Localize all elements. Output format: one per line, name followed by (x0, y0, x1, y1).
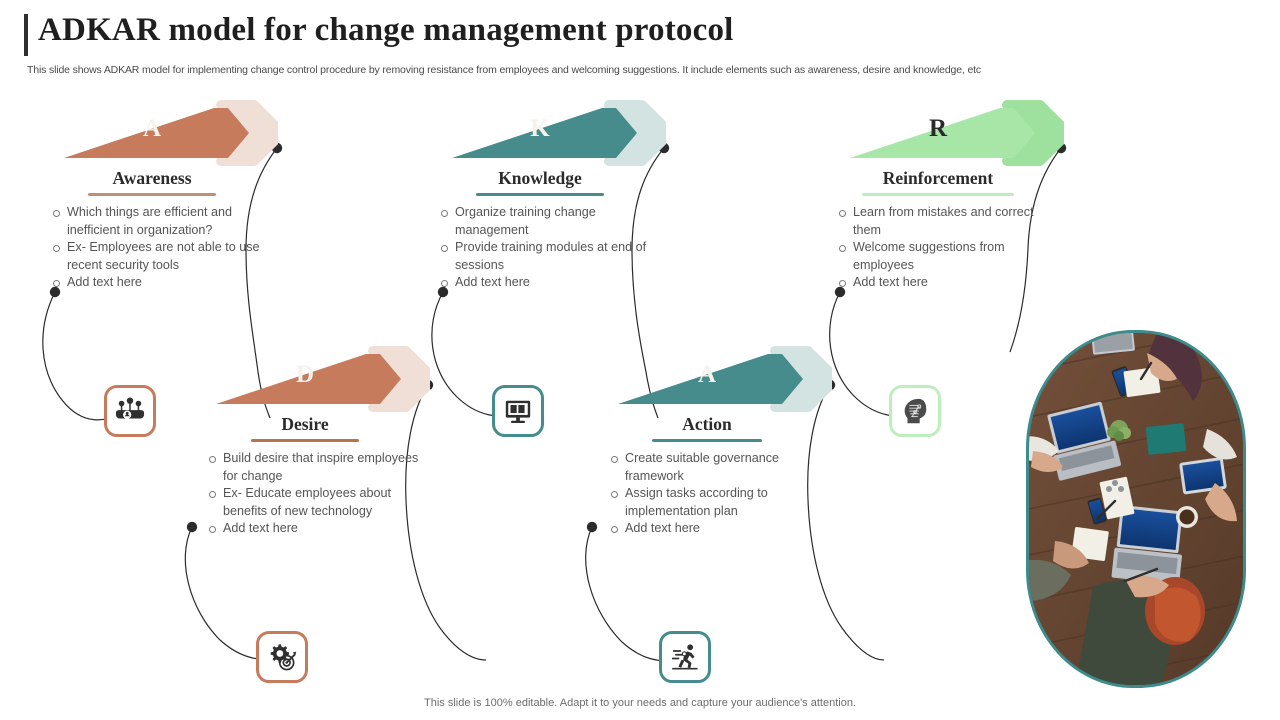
bullet-list-desire: Build desire that inspire employees for … (206, 450, 420, 538)
bullet-item: Which things are efficient and inefficie… (50, 204, 266, 239)
arrow-body (452, 108, 637, 158)
page-subtitle: This slide shows ADKAR model for impleme… (27, 64, 982, 76)
bullet-item: Provide training modules at end of sessi… (438, 239, 654, 274)
bullet-item: Add text here (836, 274, 1052, 292)
bullet-item: Ex- Educate employees about benefits of … (206, 485, 420, 520)
step-heading-reinforcement: Reinforcement (882, 168, 994, 188)
step-heading-awareness: Awareness (112, 168, 192, 188)
step-heading-action: Action (682, 414, 732, 434)
step-knowledge[interactable]: K Knowledge Organize training change man… (426, 100, 666, 292)
running-person-icon[interactable] (659, 631, 711, 683)
arrow-shape-knowledge (452, 100, 666, 166)
bullet-item: Organize training change management (438, 204, 654, 239)
step-heading-knowledge: Knowledge (498, 168, 582, 188)
arrow-desire: D (190, 346, 430, 412)
heading-underline-awareness (88, 193, 216, 196)
bullet-list-action: Create suitable governance framework Ass… (608, 450, 822, 538)
heading-underline-desire (251, 439, 359, 442)
heading-underline-action (652, 439, 762, 442)
arrow-awareness: A (38, 100, 278, 166)
bullet-item: Build desire that inspire employees for … (206, 450, 420, 485)
arrow-knowledge: K (426, 100, 666, 166)
title-accent-rule (24, 14, 28, 56)
team-meeting-photo (1026, 330, 1246, 688)
heading-underline-knowledge (476, 193, 604, 196)
arrow-shape-awareness (64, 100, 278, 166)
gear-target-icon[interactable] (256, 631, 308, 683)
step-desire[interactable]: D Desire Build desire that inspire emplo… (190, 346, 430, 538)
bullet-item: Create suitable governance framework (608, 450, 822, 485)
bullet-item: Learn from mistakes and correct them (836, 204, 1052, 239)
arrow-shape-reinforcement (850, 100, 1064, 166)
step-action[interactable]: A Action Create suitable governance fram… (592, 346, 832, 538)
heading-underline-reinforcement (862, 193, 1014, 196)
footer-note: This slide is 100% editable. Adapt it to… (424, 697, 856, 709)
step-awareness[interactable]: A Awareness Which things are efficient a… (38, 100, 278, 292)
bullet-item: Add text here (206, 520, 420, 538)
photo-illustration (1029, 333, 1243, 685)
arrow-body (216, 354, 401, 404)
bullet-item: Welcome suggestions from employees (836, 239, 1052, 274)
gear-target-glyph (270, 644, 297, 671)
arrow-body (64, 108, 249, 158)
bullet-list-knowledge: Organize training change management Prov… (438, 204, 654, 292)
running-person-glyph (671, 644, 698, 670)
arrow-action: A (592, 346, 832, 412)
bullet-item: Assign tasks according to implementation… (608, 485, 822, 520)
arrow-body (850, 108, 1035, 158)
head-profile-glyph (904, 398, 927, 424)
bullet-item: Ex- Employees are not able to use recent… (50, 239, 266, 274)
monitor-icon[interactable] (492, 385, 544, 437)
network-nodes-glyph (115, 397, 145, 419)
arrow-shape-action (618, 346, 832, 412)
bullet-item: Add text here (608, 520, 822, 538)
arrow-shape-desire (216, 346, 430, 412)
step-heading-desire: Desire (281, 414, 329, 434)
page-title: ADKAR model for change management protoc… (38, 12, 734, 48)
bullet-list-reinforcement: Learn from mistakes and correct them Wel… (836, 204, 1052, 292)
network-nodes-icon[interactable] (104, 385, 156, 437)
arrow-reinforcement: R (824, 100, 1064, 166)
arrow-body (618, 354, 803, 404)
bullet-item: Add text here (438, 274, 654, 292)
head-profile-icon[interactable] (889, 385, 941, 437)
step-reinforcement[interactable]: R Reinforcement Learn from mistakes and … (824, 100, 1064, 292)
bullet-item: Add text here (50, 274, 266, 292)
bullet-list-awareness: Which things are efficient and inefficie… (50, 204, 266, 292)
monitor-glyph (505, 400, 531, 423)
